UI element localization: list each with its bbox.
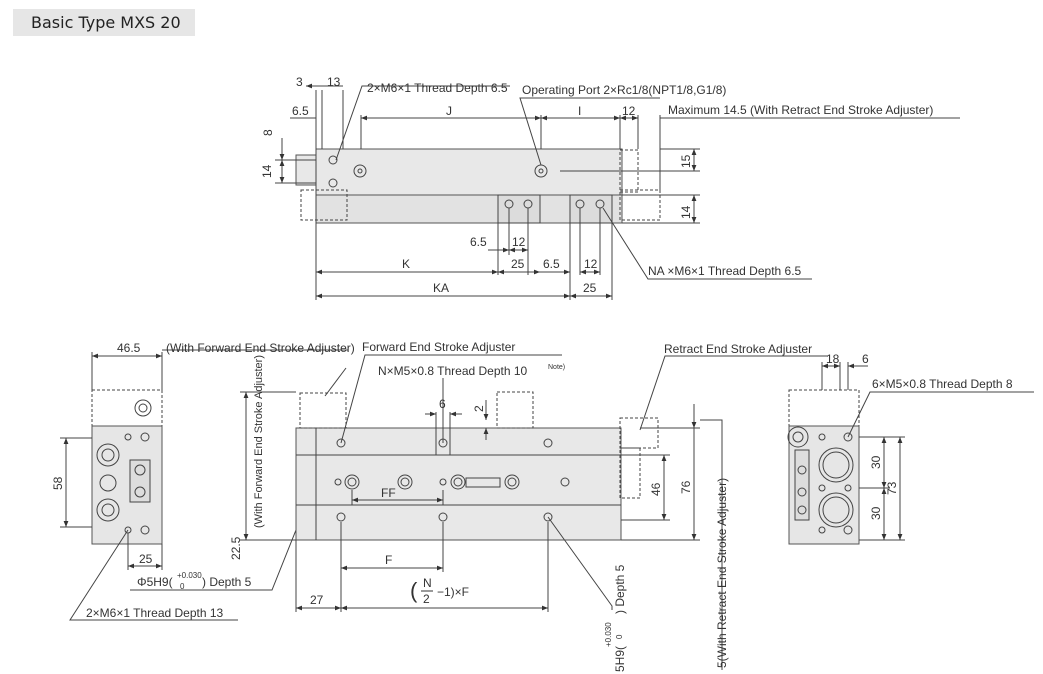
dim-6-5-bottom-a: 6.5 [470,235,487,249]
vertical-retract-note: 5(With Retract End Stroke Adjuster) [715,478,729,668]
note-forward-adjuster-vertical: (With Forward End Stroke Adjuster) [253,355,265,528]
right-view-labels: 18 6 6×M5×0.8 Thread Depth 8 30 30 73 [826,352,1013,520]
front-adjuster-box [619,447,641,499]
callout-phi-end: ) Depth 5 [202,575,252,589]
left-view-labels: 46.5 (With Forward End Stroke Adjuster) … [51,341,355,620]
dim-18: 18 [826,352,840,366]
front-top-block [496,391,534,429]
formula-2: 2 [423,592,430,606]
dim-2-front: 2 [472,405,486,412]
dim-F: F [385,553,392,567]
callout-phi-main: Φ5H9( [137,575,173,589]
front-body [295,427,622,541]
dim-46-5: 46.5 [117,341,141,355]
top-pad-right [569,194,613,224]
front-adjuster-left [299,392,347,429]
callout-note: Note) [548,364,565,371]
dim-6-5-bottom-b: 6.5 [543,257,560,271]
callout-thread-8: 6×M5×0.8 Thread Depth 8 [872,377,1013,391]
page-title: Basic Type MXS 20 [31,13,181,32]
dim-46: 46 [649,482,663,496]
front-adjuster-right [619,417,659,449]
dim-58: 58 [51,476,65,490]
title-bar: Basic Type MXS 20 [13,9,195,36]
top-port-left-inner [357,168,363,174]
top-adjuster-right [619,189,661,221]
dim-FF: FF [381,486,396,500]
vertical-5h9: 5H9( [613,646,627,672]
dim-K: K [402,257,410,271]
label-forward-end-stroke-adjuster: Forward End Stroke Adjuster [362,340,515,354]
top-body [315,148,623,196]
callout-phi-tol-bot: 0 [180,582,185,591]
top-thread-a [328,155,338,165]
front-view-labels: Forward End Stroke Adjuster N×M5×0.8 Thr… [229,340,812,672]
dim-12-top: 12 [622,104,636,118]
dim-14-left: 14 [260,164,274,178]
callout-thread-6-5: 2×M6×1 Thread Depth 6.5 [367,81,508,95]
dim-76: 76 [679,480,693,494]
dim-15: 15 [679,154,693,168]
formula-rest: −1)×F [437,585,469,599]
callout-phi-tol-top: +0.030 [177,571,202,580]
dim-3: 3 [296,75,303,89]
dim-8: 8 [261,129,275,136]
vertical-5h9-end: ) Depth 5 [613,564,627,614]
formula-n: N [423,576,432,590]
dim-14-right: 14 [679,205,693,219]
top-thread-b [328,178,338,188]
dim-13: 13 [327,75,341,89]
dim-12-bottom-b: 12 [584,257,598,271]
formula-paren-open: ( [410,578,418,603]
dim-6-right: 6 [862,352,869,366]
callout-n-thread: N×M5×0.8 Thread Depth 10 [378,364,528,378]
dim-J: J [446,104,452,118]
label-retract-end-stroke-adjuster: Retract End Stroke Adjuster [664,342,812,356]
dim-30-a: 30 [869,455,883,469]
dim-27: 27 [310,593,324,607]
top-adjuster-left [300,189,348,221]
top-port-left [353,164,367,178]
top-view [275,83,960,300]
callout-thread-13: 2×M6×1 Thread Depth 13 [86,606,224,620]
dim-73: 73 [885,481,899,495]
callout-operating-port: Operating Port 2×Rc1/8(NPT1/8,G1/8) [522,83,726,97]
dim-25-left: 25 [139,552,153,566]
dim-6-5-top: 6.5 [292,104,309,118]
top-pad-left [497,194,541,224]
callout-na-thread: NA ×M6×1 Thread Depth 6.5 [648,264,802,278]
left-body [91,425,163,545]
dim-25-bottom-b: 25 [583,281,597,295]
right-adjuster [788,389,860,427]
dim-25-bottom-a: 25 [511,257,525,271]
right-view [787,362,1034,545]
dim-30-b: 30 [869,506,883,520]
top-view-labels: 3 13 6.5 8 14 J I 12 15 14 2×M6×1 Thread… [260,75,933,295]
note-forward-adjuster: (With Forward End Stroke Adjuster) [166,341,355,355]
vertical-5h9-tol0: 0 [615,634,624,639]
top-port-right-inner [538,168,544,174]
vertical-5h9-tol: +0.030 [604,622,613,647]
dim-KA: KA [433,281,449,295]
dim-12-bottom-a: 12 [512,235,526,249]
front-view [240,354,828,670]
dim-6-front: 6 [439,397,446,411]
dim-22-5: 22.5 [229,536,243,560]
callout-max-14-5: Maximum 14.5 (With Retract End Stroke Ad… [668,103,933,117]
dim-I: I [578,104,581,118]
